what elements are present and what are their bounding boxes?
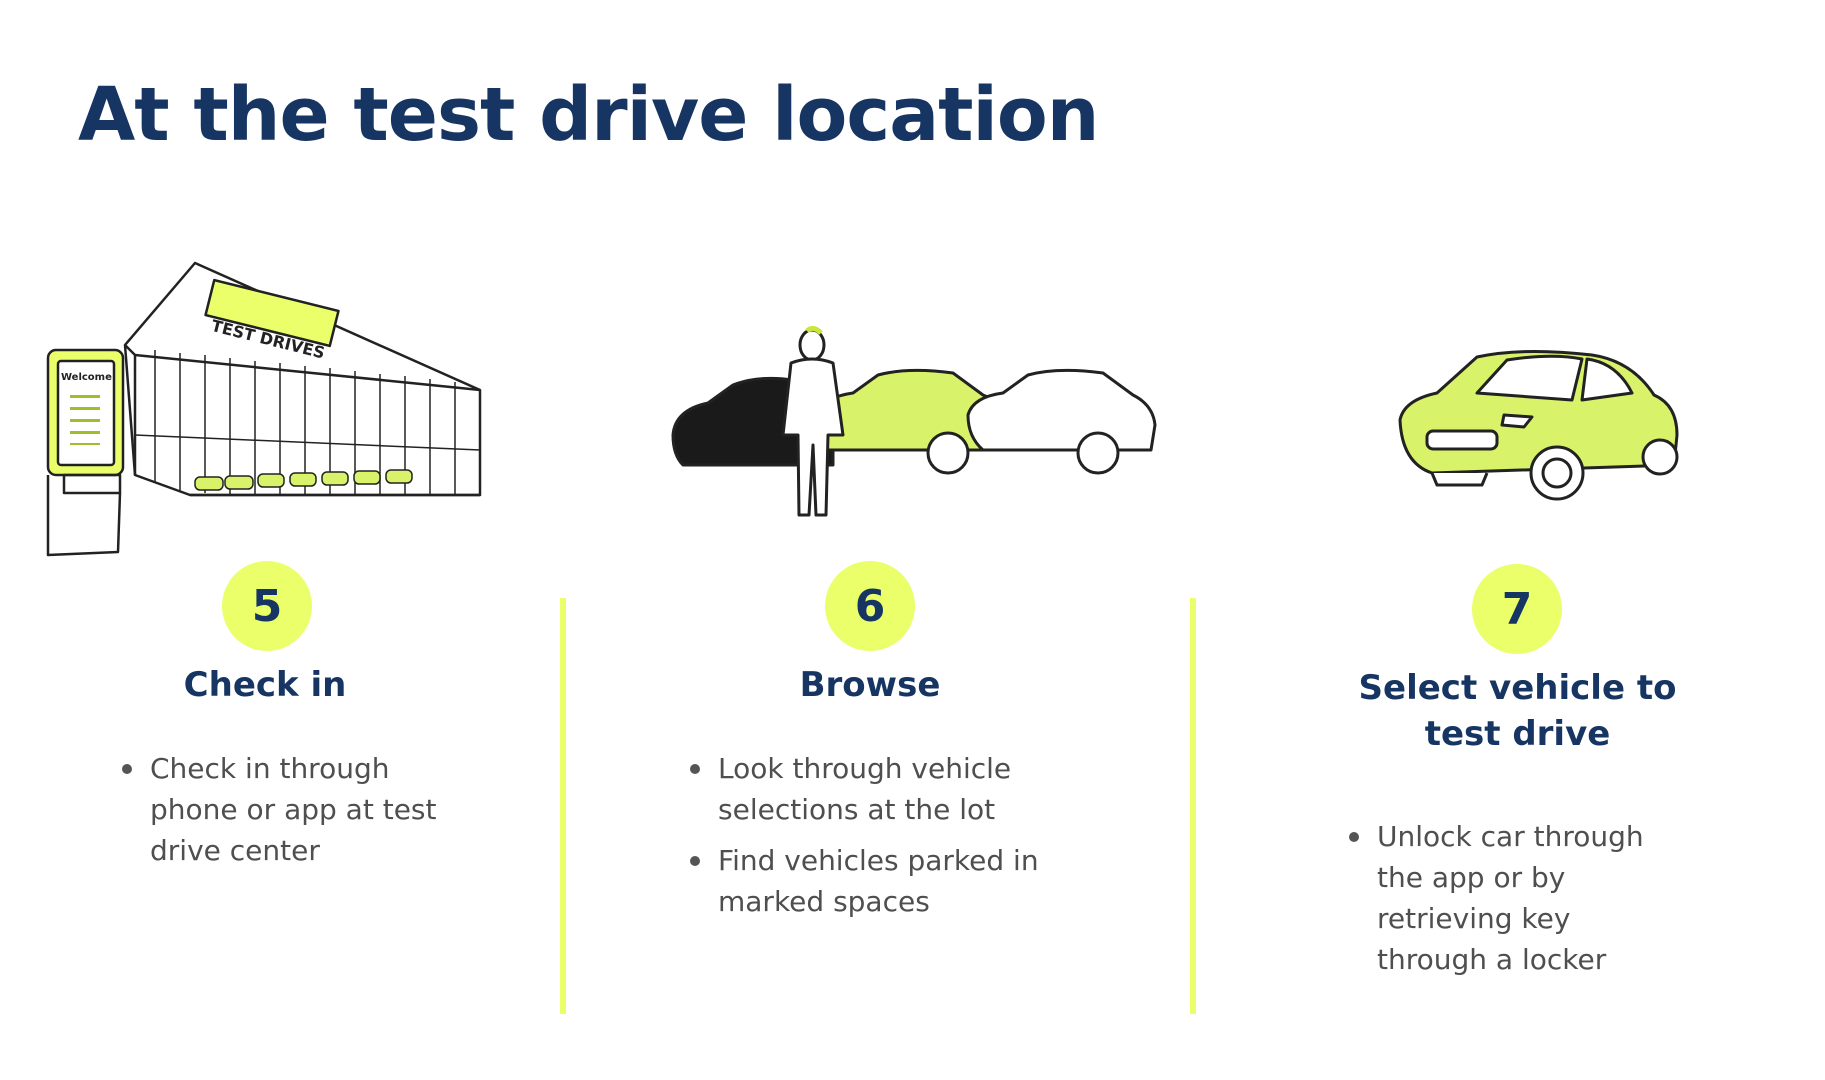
step-number-badge: 6 [825, 561, 915, 651]
step-title: Check in [183, 665, 347, 705]
step-bullet-list: Check in through phone or app at test dr… [122, 748, 482, 881]
kiosk-screen-label: Welcome! [61, 372, 117, 383]
bullet-item: Unlock car through the app or by retriev… [1349, 816, 1689, 980]
browse-illustration [671, 325, 1157, 517]
step-bullet-list: Unlock car through the app or by retriev… [1349, 816, 1689, 990]
bullet-item: Find vehicles parked in marked spaces [690, 840, 1060, 922]
dealership-illustration [46, 261, 482, 557]
divider-left [560, 598, 566, 1014]
page-title: At the test drive location [78, 72, 1099, 158]
person-icon [781, 328, 845, 517]
step-title: Select vehicle to test drive [1358, 668, 1677, 754]
divider-right [1190, 598, 1196, 1014]
kiosk-screen-lines [70, 395, 100, 445]
step-title: Browse [799, 665, 941, 705]
bullet-item: Look through vehicle selections at the l… [690, 748, 1060, 830]
step-number-badge: 5 [222, 561, 312, 651]
step-bullet-list: Look through vehicle selections at the l… [690, 748, 1060, 932]
suv-illustration [1398, 349, 1679, 501]
step-number-badge: 7 [1472, 564, 1562, 654]
bullet-item: Check in through phone or app at test dr… [122, 748, 482, 871]
white-car [966, 368, 1157, 452]
